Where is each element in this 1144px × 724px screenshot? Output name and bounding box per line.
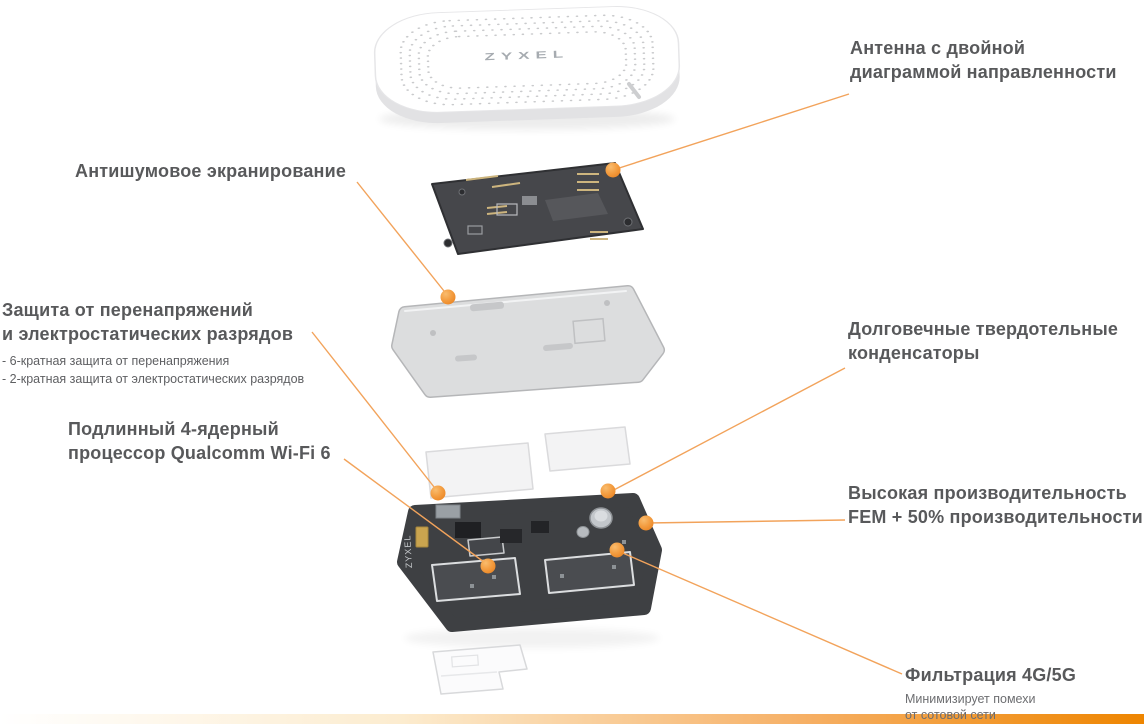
- brand-logo-top: ZYXEL: [484, 48, 569, 63]
- antenna-board-region: [545, 193, 608, 221]
- callout-filter-subtitle: Минимизирует помехи от сотовой сети: [905, 692, 1036, 722]
- connector-filter: [617, 550, 903, 675]
- dot-fem: [638, 515, 654, 531]
- bottom-cover-piece: [432, 644, 528, 695]
- surge-bullet-2: - 2-кратная защита от электростатических…: [2, 372, 305, 386]
- vent-dot-pattern: [399, 14, 655, 106]
- bottom-piece-seam: [440, 671, 498, 677]
- callout-antenna: Антенна с двойной диаграммой направленно…: [850, 36, 1117, 84]
- callout-cpu: Подлинный 4-ядерный процессор Qualcomm W…: [68, 417, 331, 465]
- surge-bullet-1: - 6-кратная защита от перенапряжения: [2, 354, 230, 368]
- callout-antenna-title: Антенна с двойной диаграммой направленно…: [850, 38, 1117, 82]
- dot-shielding: [440, 289, 456, 305]
- callout-surge: Защита от перенапряжений и электростатич…: [2, 298, 304, 387]
- connector-capacitors: [609, 367, 846, 493]
- antenna-board-components: [443, 188, 633, 248]
- callout-shielding: Антишумовое экранирование: [75, 159, 346, 183]
- callout-filter: Фильтрация 4G/5G Минимизирует помехи от …: [905, 663, 1076, 723]
- callout-fem-title: Высокая производительность FEM + 50% про…: [848, 483, 1143, 527]
- main-board-shadow: [404, 628, 660, 648]
- antenna-board: [431, 162, 644, 255]
- shield-can-right: [544, 426, 631, 472]
- brand-silkscreen: ZYXEL: [402, 534, 414, 568]
- led-indicator-slot: [627, 82, 641, 99]
- device-top-cover: ZYXEL: [373, 6, 681, 124]
- callout-capacitors-title: Долговечные твердотельные конденсаторы: [848, 319, 1119, 363]
- callout-capacitors: Долговечные твердотельные конденсаторы: [848, 317, 1118, 365]
- top-cover-face: [373, 6, 681, 113]
- connector-antenna: [612, 93, 850, 171]
- callout-dots: [430, 162, 654, 574]
- shield-plate-cutouts: [430, 300, 610, 362]
- bottom-piece-face: [432, 644, 528, 695]
- emi-shield-plate: [391, 285, 665, 398]
- main-board-assembly: ZYXEL: [397, 426, 662, 648]
- shield-plate-face: [392, 286, 664, 397]
- shield-plate-highlight: [404, 290, 627, 312]
- dot-surge: [430, 485, 446, 501]
- callout-filter-title: Фильтрация 4G/5G: [905, 665, 1077, 685]
- callout-connectors: [311, 93, 903, 675]
- dot-cpu: [480, 558, 496, 574]
- dot-antenna: [605, 162, 621, 178]
- callout-cpu-title: Подлинный 4-ядерный процессор Qualcomm W…: [68, 419, 331, 463]
- antenna-traces: [465, 173, 608, 240]
- main-pcb-components: [415, 504, 635, 602]
- callout-shielding-title: Антишумовое экранирование: [75, 161, 347, 181]
- bottom-accent-bar: [0, 714, 1144, 724]
- callout-surge-title: Защита от перенапряжений и электростатич…: [2, 300, 294, 344]
- connector-fem: [646, 519, 846, 524]
- shield-can-left: [425, 442, 534, 499]
- callout-surge-bullets: - 6-кратная защита от перенапряжения - 2…: [2, 354, 304, 387]
- connector-cpu: [343, 458, 489, 566]
- dot-filter: [609, 542, 625, 558]
- connector-shielding: [356, 181, 449, 297]
- bottom-piece-cutout: [451, 654, 479, 668]
- callout-fem: Высокая производительность FEM + 50% про…: [848, 481, 1143, 529]
- connector-surge: [311, 331, 439, 493]
- dot-capacitors: [600, 483, 616, 499]
